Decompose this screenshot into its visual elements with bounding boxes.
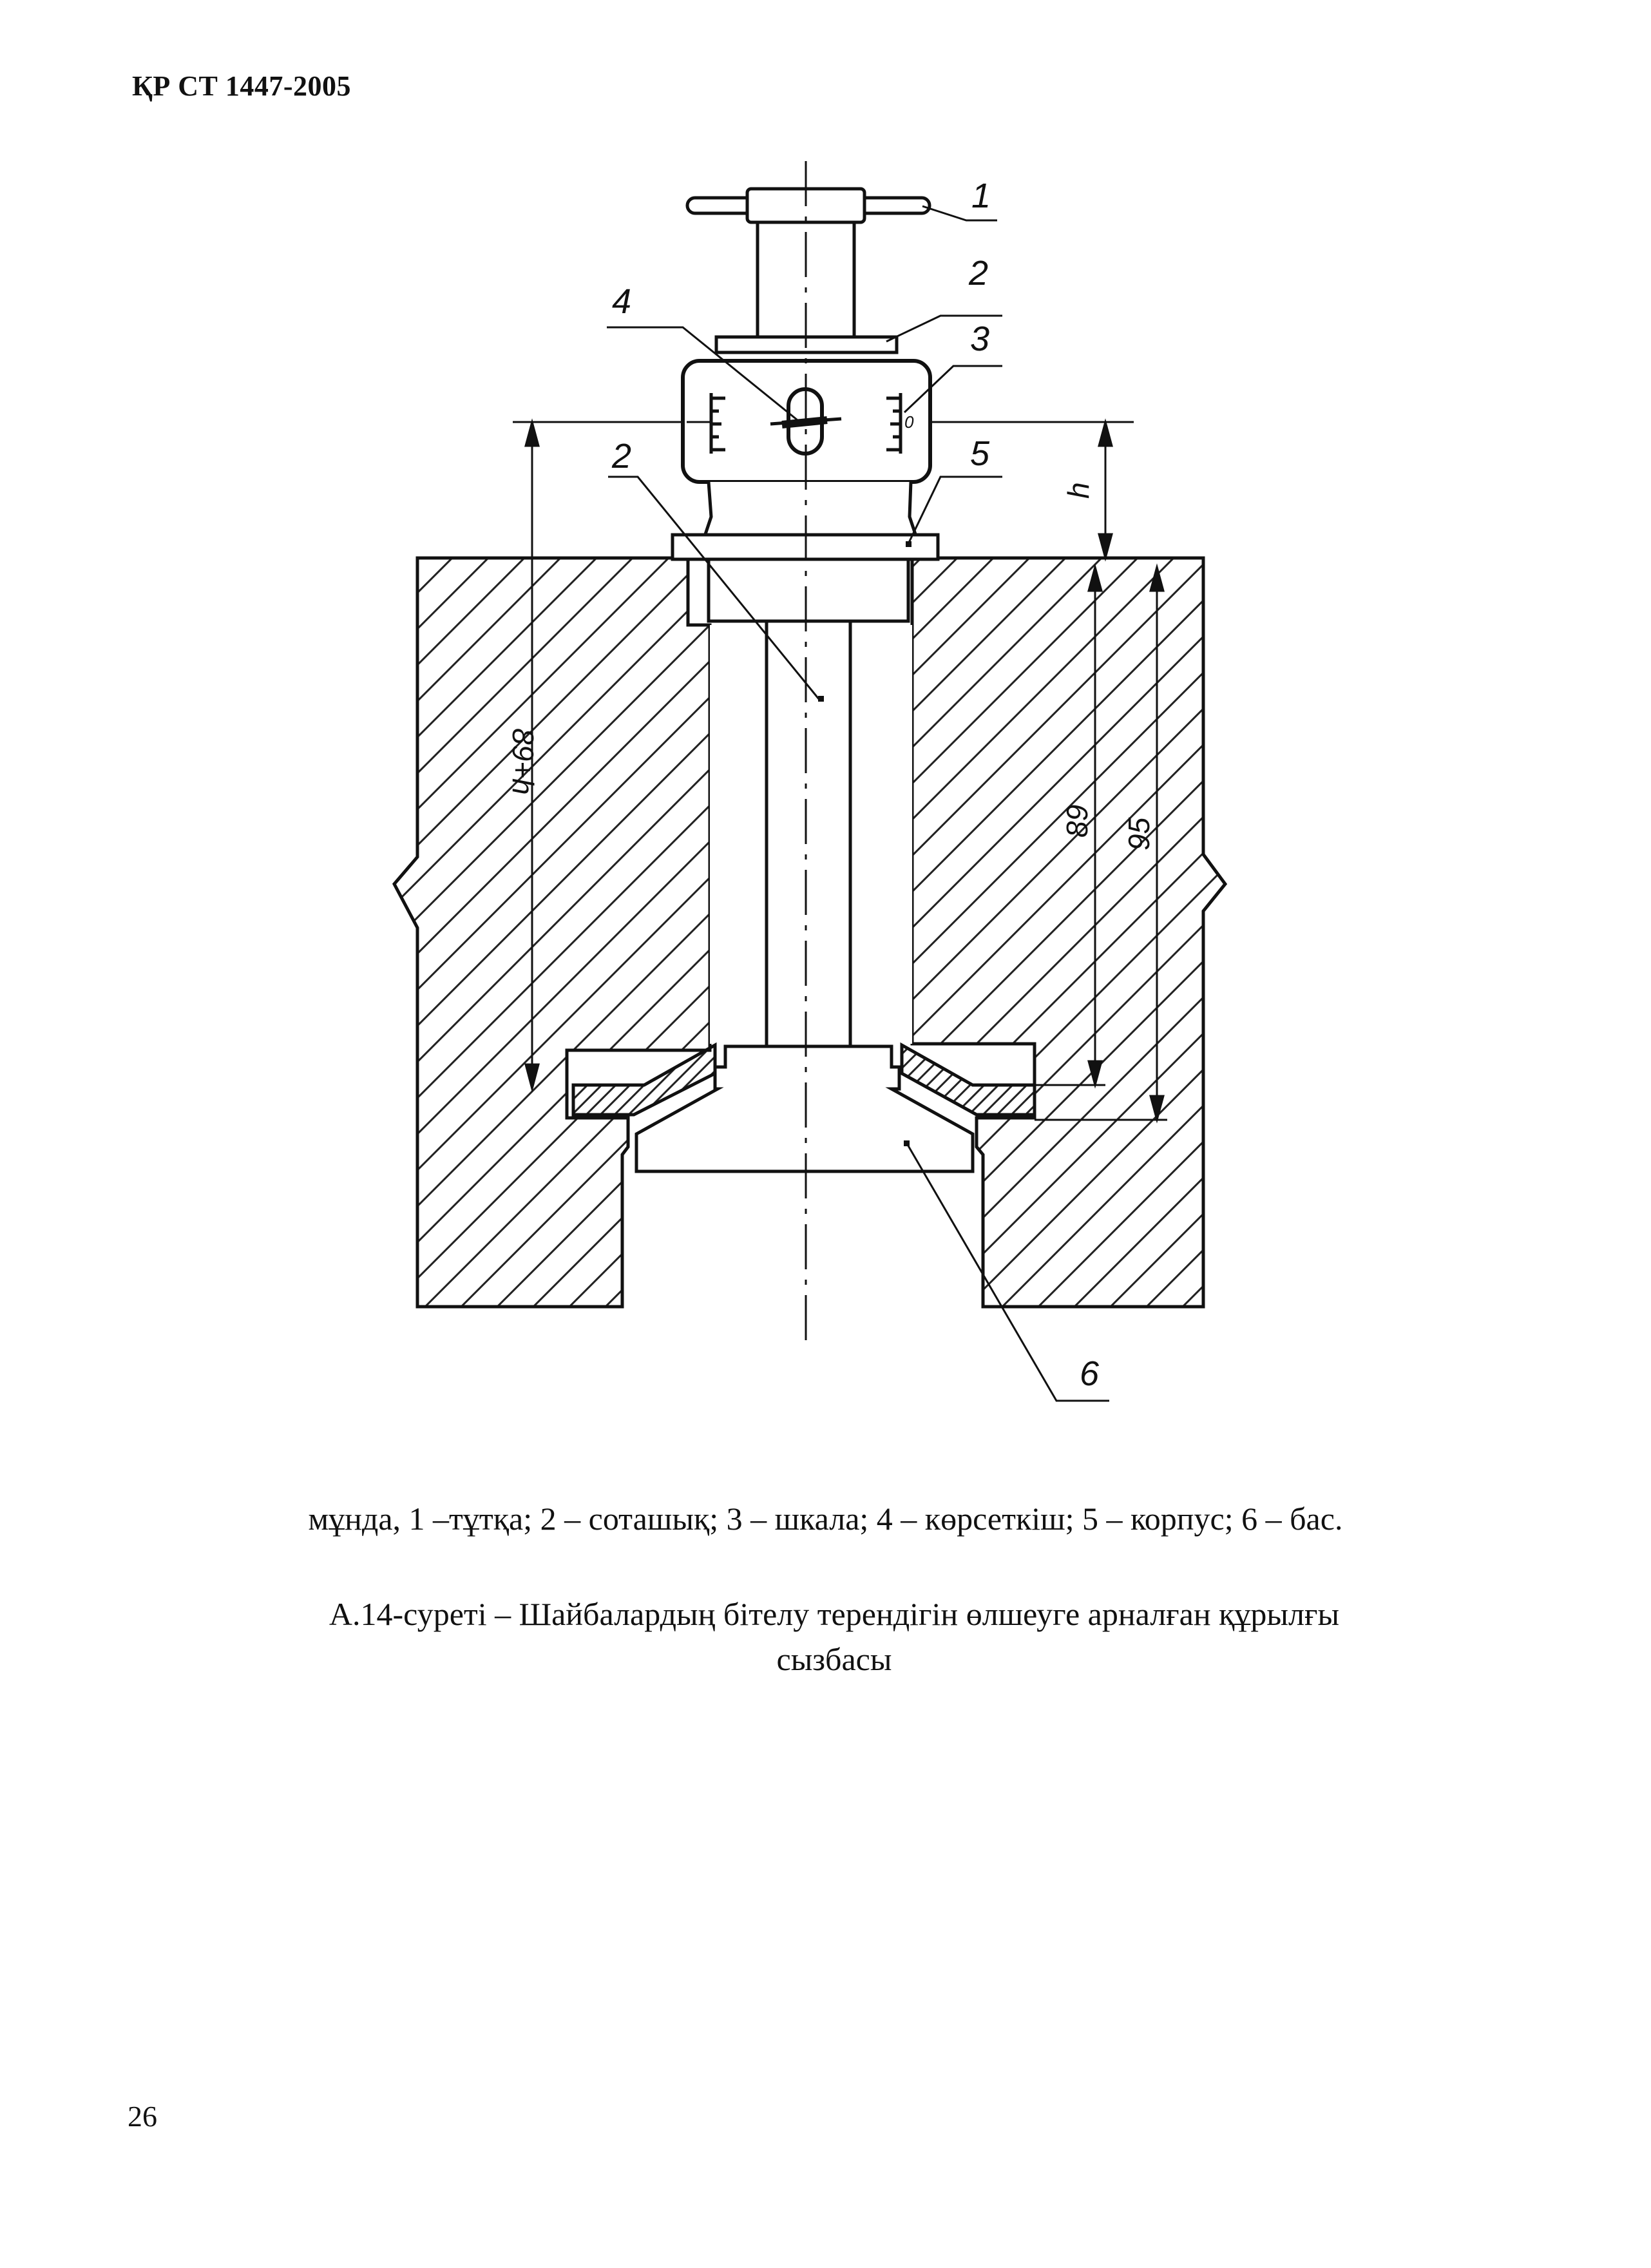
callout-6: 6 [1080, 1354, 1100, 1393]
callout-4: 4 [612, 282, 631, 321]
page-number: 26 [128, 2100, 157, 2133]
callout-3: 3 [970, 320, 989, 358]
callout-2-top: 2 [968, 254, 988, 293]
caption-line-1: А.14-суреті – Шайбалардың бітелу теренді… [329, 1596, 1340, 1632]
dim-95: 95 [1122, 817, 1156, 850]
callout-2-side: 2 [611, 437, 631, 476]
figure-legend: мұнда, 1 –тұтқа; 2 – соташық; 3 – шкала;… [308, 1501, 1343, 1537]
figure-caption: А.14-суреті – Шайбалардың бітелу теренді… [180, 1591, 1488, 1682]
callout-5: 5 [970, 434, 990, 473]
measuring-rod [765, 619, 852, 1048]
housing-neck [702, 481, 919, 538]
dim-89-plus-h: 89+h [506, 728, 540, 795]
ground-section [392, 556, 1228, 1309]
corpus [671, 533, 940, 623]
callout-1: 1 [971, 177, 991, 215]
scale-zero-label: 0 [904, 412, 914, 432]
dim-h: h [1062, 482, 1095, 499]
caption-line-2: сызбасы [776, 1641, 892, 1677]
leader-lines [607, 205, 1109, 1402]
dim-89: 89 [1060, 805, 1094, 838]
washer-right [900, 1042, 1036, 1117]
washer-left [571, 1042, 717, 1117]
handle [685, 187, 931, 339]
dimension-lines [513, 418, 1167, 1124]
document-header: ҚР СТ 1447-2005 [132, 70, 352, 102]
